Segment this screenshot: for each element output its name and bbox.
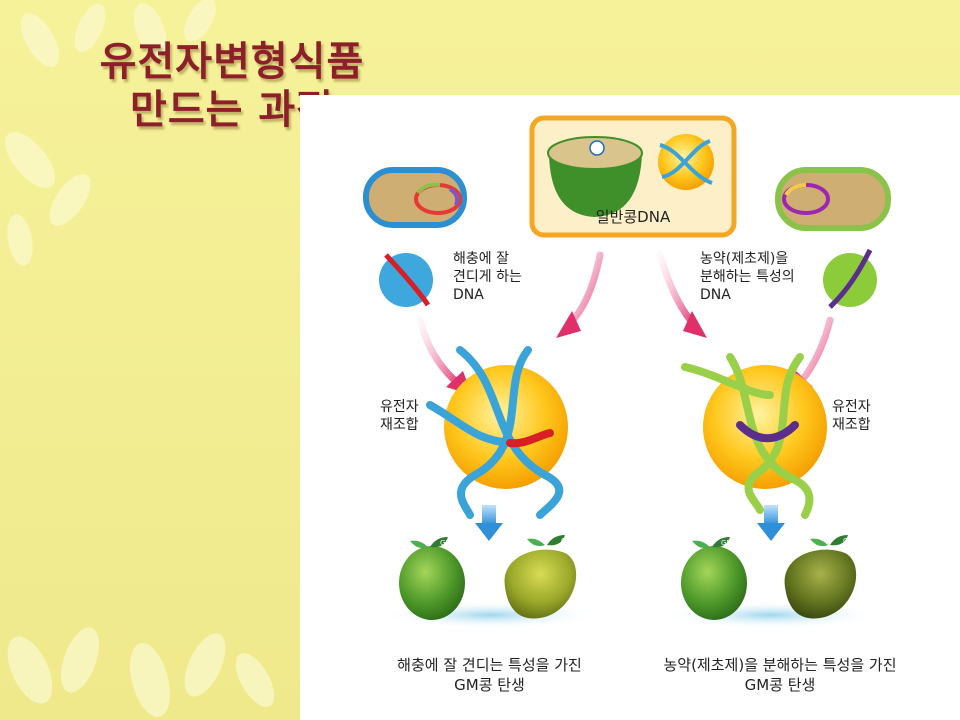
left-recomb-line2: 재조합 (380, 417, 419, 433)
normal-soybean-dna-box: 일반콩DNA (529, 115, 737, 238)
right-recomb-line1: 유전자 (832, 399, 871, 415)
dna-ball-icon (658, 134, 714, 190)
left-dna-label-line3: DNA (453, 287, 484, 303)
right-dna-label-line2: 분해하는 특성의 (700, 269, 795, 285)
gm-tag: GM (440, 539, 451, 547)
left-recomb-line1: 유전자 (380, 399, 419, 415)
right-dna-label-line1: 농약(제초제)을 (700, 251, 789, 267)
gmo-process-diagram: 일반콩DNA (363, 115, 891, 629)
left-recombination-label: 유전자 재조합 (380, 398, 419, 434)
title-line-1: 유전자변형식품 (99, 39, 365, 85)
gm-bean-right-1: GM (681, 537, 747, 620)
title-line-2: 만드는 과정 (130, 87, 334, 133)
gm-bean-left-2: GM (504, 535, 577, 619)
right-recombination-label: 유전자 재조합 (832, 398, 871, 434)
right-result-line2: GM콩 탄생 (744, 676, 816, 694)
soybean-cell-icon (547, 136, 643, 217)
gm-bean-right-2: GM (784, 535, 857, 619)
left-bacterium-icon (363, 167, 467, 228)
left-result-line1: 해충에 잘 견디는 특성을 가진 (397, 656, 582, 674)
gm-tag: GM (721, 539, 732, 547)
gm-bean-left-1: GM (399, 537, 465, 620)
down-arrow-right (757, 505, 785, 541)
slide-title: 유전자변형식품 만드는 과정 (52, 38, 412, 134)
right-result-caption: 농약(제초제)을 분해하는 특성을 가진 GM콩 탄생 (635, 655, 925, 695)
right-recomb-line2: 재조합 (832, 417, 871, 433)
left-result-caption: 해충에 잘 견디는 특성을 가진 GM콩 탄생 (372, 655, 607, 695)
gm-tag: GM (561, 537, 572, 545)
right-dna-label-line3: DNA (700, 287, 731, 303)
right-bacterium-icon (775, 167, 891, 231)
left-dna-label: 해충에 잘 견디게 하는 DNA (453, 250, 522, 304)
gm-tag: GM (843, 537, 854, 545)
right-result-line1: 농약(제초제)을 분해하는 특성을 가진 (663, 656, 897, 674)
left-dna-label-line2: 견디게 하는 (453, 269, 522, 285)
right-recombination-ball (681, 353, 827, 519)
herbicide-dna-ball (823, 248, 877, 309)
down-arrow-left (475, 505, 503, 541)
pest-resistance-dna-ball (379, 253, 433, 307)
source-label: 일반콩DNA (596, 208, 671, 226)
left-dna-label-line1: 해충에 잘 (453, 251, 509, 267)
left-result-line2: GM콩 탄생 (454, 676, 525, 694)
right-dna-label: 농약(제초제)을 분해하는 특성의 DNA (700, 250, 795, 304)
left-recombination-ball (426, 346, 568, 519)
